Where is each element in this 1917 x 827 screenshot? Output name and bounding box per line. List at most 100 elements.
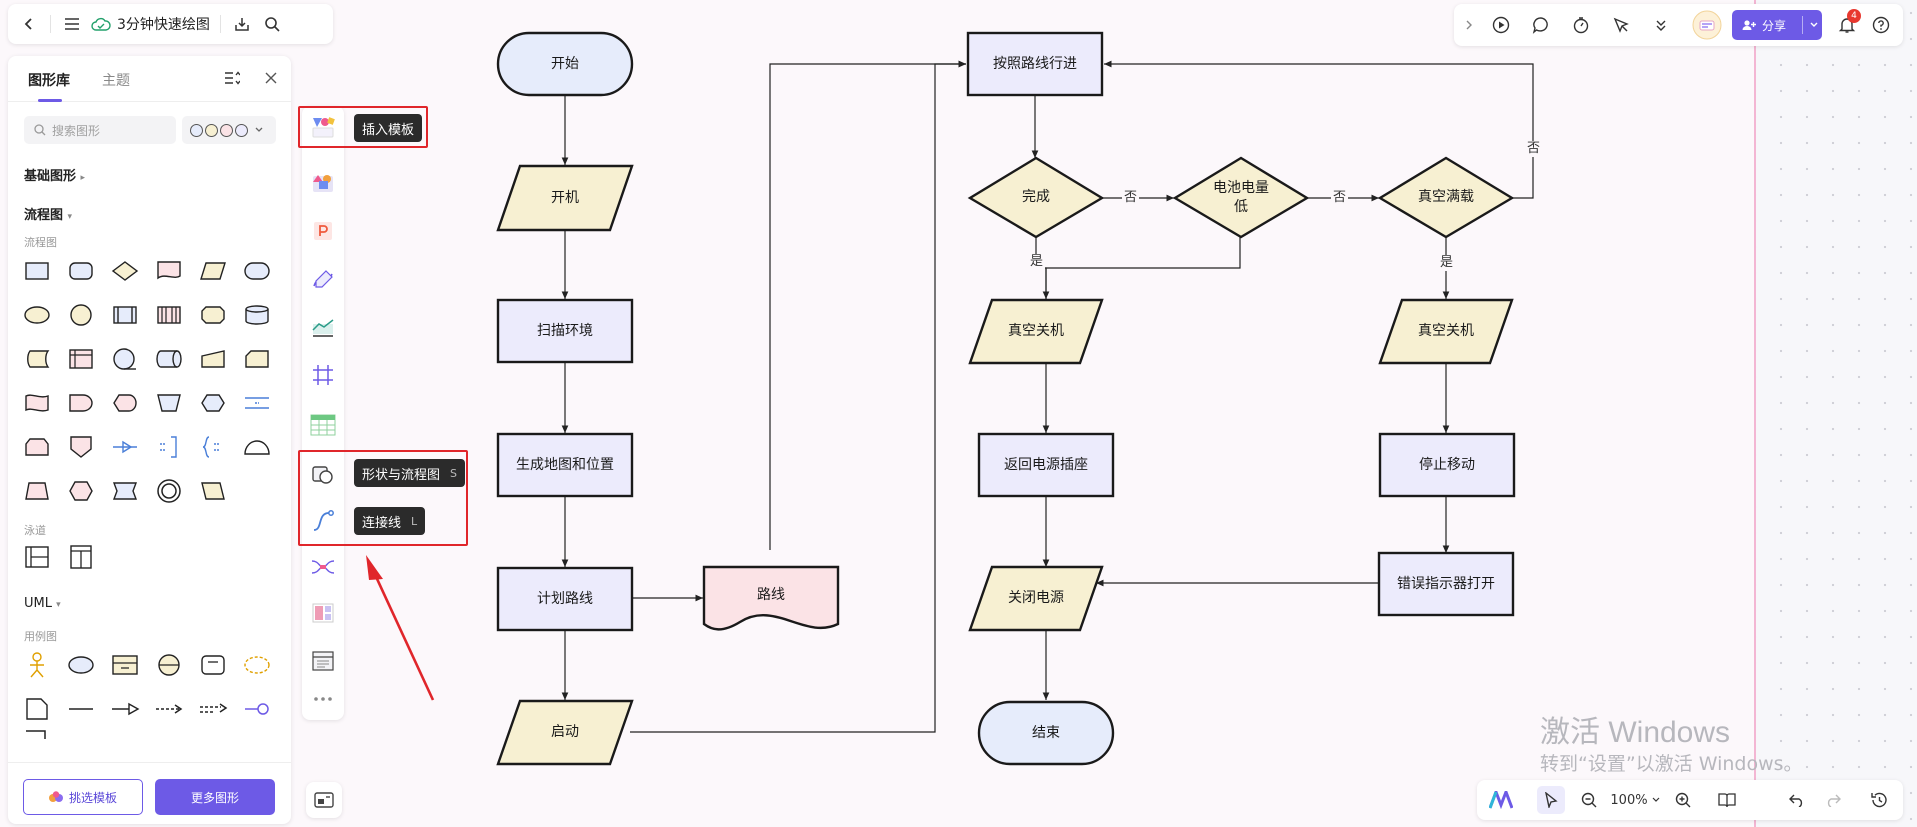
present-play-icon[interactable] [1486, 10, 1516, 40]
select-cursor-icon[interactable] [1537, 786, 1565, 814]
shape-provided-interface[interactable] [242, 694, 272, 724]
zoom-in-icon[interactable] [1669, 786, 1697, 814]
shape-octagon-rect[interactable] [198, 300, 228, 330]
shape-terminal[interactable] [242, 256, 272, 286]
laser-pointer-icon[interactable] [1606, 10, 1636, 40]
shape-decision[interactable] [110, 256, 140, 286]
shape-stored-data[interactable] [22, 344, 52, 374]
shape-loop-limit[interactable] [22, 432, 52, 462]
share-button[interactable]: 分享 [1732, 10, 1822, 40]
menu-icon[interactable] [57, 9, 87, 39]
book-guide-icon[interactable] [1713, 786, 1741, 814]
chart-tool-icon[interactable] [310, 314, 336, 340]
table-tool-icon[interactable] [310, 412, 336, 438]
comment-icon[interactable] [1526, 10, 1556, 40]
connector-tool-icon[interactable] [310, 508, 336, 534]
color-palette-picker[interactable] [182, 116, 276, 144]
back-icon[interactable] [14, 9, 44, 39]
shapes-flowchart-tool-icon[interactable] [310, 462, 336, 488]
shape-dependency[interactable] [154, 694, 184, 724]
shape-entity[interactable] [154, 650, 184, 680]
shape-preparation[interactable] [198, 388, 228, 418]
redo-icon[interactable] [1819, 786, 1847, 814]
shape-bracket-right[interactable] [154, 432, 184, 462]
timer-icon[interactable] [1566, 10, 1596, 40]
shape-process[interactable] [22, 256, 52, 286]
shape-annotation-lines[interactable] [242, 388, 272, 418]
more-shapes-button[interactable]: 更多图形 [155, 779, 275, 815]
tab-theme[interactable]: 主题 [102, 73, 130, 89]
section-uml[interactable]: UML ▾ [24, 596, 61, 611]
shape-hexagon[interactable] [66, 476, 96, 506]
shape-note[interactable] [22, 694, 52, 724]
shape-flow-arrow[interactable] [110, 432, 140, 462]
pick-template-button[interactable]: 挑选模板 [23, 779, 143, 815]
shape-usecase[interactable] [66, 650, 96, 680]
pen-tool-icon[interactable] [310, 266, 336, 292]
tab-shape-library[interactable]: 图形库 [28, 73, 70, 89]
shape-sequential-data[interactable] [110, 344, 140, 374]
shape-double-circle[interactable] [154, 476, 184, 506]
shape-display[interactable] [110, 388, 140, 418]
shape-predefined-process[interactable] [110, 300, 140, 330]
shape-partial-more[interactable] [22, 730, 52, 744]
minimap-button[interactable] [306, 782, 342, 818]
shape-swimlane-horizontal[interactable] [22, 542, 52, 572]
zoom-level-select[interactable]: 100% [1607, 786, 1663, 814]
mindmap-tool-icon[interactable] [310, 554, 336, 580]
section-basic-shapes[interactable]: 基础图形 ▸ [24, 169, 86, 184]
chevron-right-icon[interactable] [1458, 10, 1480, 40]
shape-punched-tape[interactable] [22, 388, 52, 418]
ai-assistant-icon[interactable] [1487, 786, 1515, 814]
shape-trapezoid[interactable] [22, 476, 52, 506]
shape-brace[interactable] [198, 432, 228, 462]
shape-actor[interactable] [22, 650, 52, 680]
shape-boundary[interactable] [110, 650, 140, 680]
shape-internal-storage[interactable] [66, 344, 96, 374]
shape-parallelogram-alt[interactable] [198, 476, 228, 506]
shape-delay[interactable] [66, 388, 96, 418]
close-icon[interactable] [264, 70, 278, 89]
download-icon[interactable] [227, 9, 257, 39]
shape-control[interactable] [198, 650, 228, 680]
shape-dashed-ellipse[interactable] [242, 650, 272, 680]
drawing-page[interactable] [0, 0, 1756, 827]
undo-icon[interactable] [1783, 786, 1811, 814]
shape-internal-storage-alt[interactable] [154, 300, 184, 330]
layout-tool-icon[interactable] [310, 600, 336, 626]
shape-half-circle[interactable] [242, 432, 272, 462]
shape-manual-operation[interactable] [154, 388, 184, 418]
shape-card[interactable] [242, 344, 272, 374]
more-tools-icon[interactable] [310, 686, 336, 712]
list-tool-icon[interactable] [310, 648, 336, 674]
help-icon[interactable] [1866, 10, 1896, 40]
shape-search-input[interactable]: 搜索图形 [24, 116, 176, 144]
frame-tool-icon[interactable] [310, 362, 336, 388]
shape-rounded-rect[interactable] [66, 256, 96, 286]
chevron-down-icon[interactable] [1809, 20, 1819, 30]
shape-database[interactable] [242, 300, 272, 330]
shape-generalization[interactable] [110, 694, 140, 724]
search-icon[interactable] [257, 9, 287, 39]
sticky-shapes-icon[interactable] [310, 170, 336, 196]
shape-document[interactable] [154, 256, 184, 286]
text-tool-icon[interactable] [310, 218, 336, 244]
avatar[interactable] [1690, 10, 1724, 40]
collapse-more-icon[interactable] [1646, 10, 1676, 40]
collapse-sections-icon[interactable] [224, 70, 241, 90]
shape-data[interactable] [198, 256, 228, 286]
template-tool-icon[interactable] [310, 114, 336, 140]
shape-manual-input[interactable] [198, 344, 228, 374]
shape-offpage[interactable] [66, 432, 96, 462]
document-title[interactable]: 3分钟快速绘图 [91, 14, 210, 34]
history-icon[interactable] [1865, 786, 1893, 814]
zoom-out-icon[interactable] [1575, 786, 1603, 814]
shape-circle[interactable] [66, 300, 96, 330]
section-flowchart[interactable]: 流程图 ▾ [24, 208, 73, 223]
shape-ellipse[interactable] [22, 300, 52, 330]
shape-direct-data[interactable] [154, 344, 184, 374]
shape-include[interactable] [198, 694, 228, 724]
shape-association-line[interactable] [66, 694, 96, 724]
shape-notched[interactable] [110, 476, 140, 506]
